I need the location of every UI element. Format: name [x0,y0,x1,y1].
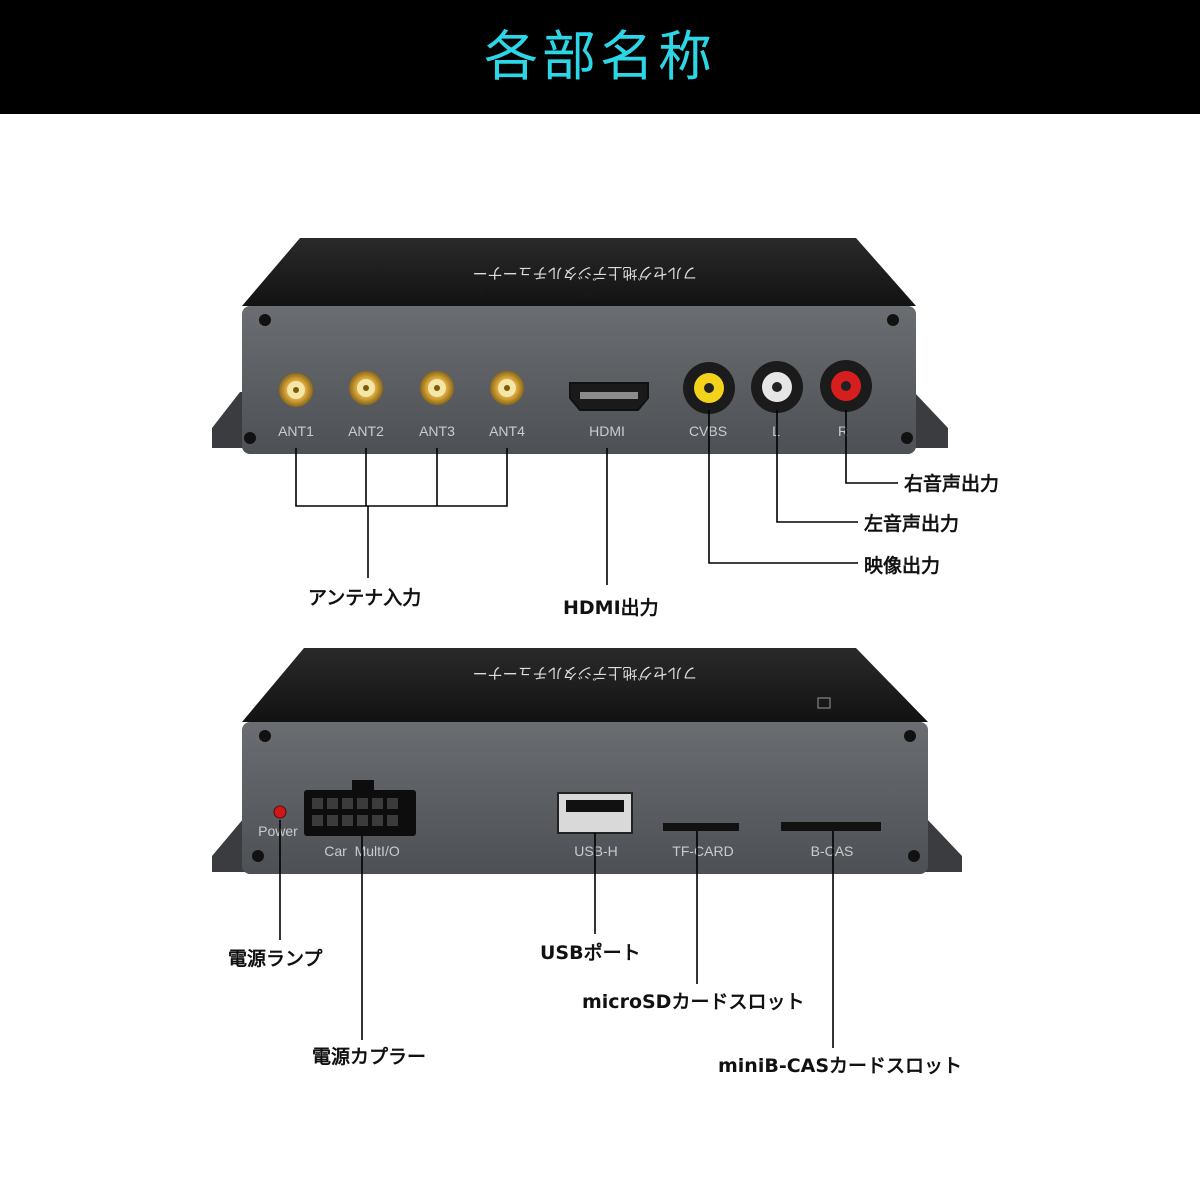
usb-label: USB-H [574,843,618,859]
page-title: 各部名称 [484,25,716,88]
cvbs-label: CVBS [689,423,727,439]
callout-video-output: 映像出力 [864,555,941,577]
top-panel-label: フルセグ地上デジタルチューナー [473,264,698,282]
screw-icon [259,730,271,742]
ant1-connector [279,373,313,407]
screw-icon [259,314,271,326]
ant1-label: ANT1 [278,423,314,439]
bottom-leader-lines [279,820,834,1048]
bottom-unit: フルセグ地上デジタルチューナー Power Car MultI/O [212,648,962,1048]
ant4-label: ANT4 [489,423,525,439]
ant3-connector [420,371,454,405]
bcas-slot [781,822,881,831]
callout-hdmi-output: HDMI出力 [563,597,659,619]
hdmi-label: HDMI [589,423,625,439]
screw-icon [244,432,256,444]
ant3-label: ANT3 [419,423,455,439]
callout-right-audio: 右音声出力 [904,473,1000,495]
tf-label: TF-CARD [672,843,733,859]
callout-power-coupler: 電源カプラー [312,1046,427,1068]
screw-icon [252,850,264,862]
top-panel [242,238,916,306]
callout-left-audio: 左音声出力 [864,513,960,535]
antenna-silk-2: アンテナ [450,290,486,300]
callout-antenna-input: アンテナ入力 [308,587,422,609]
r-jack [820,360,872,412]
car-multi-connector [304,780,416,836]
callout-power-lamp: 電源ランプ [228,948,323,970]
usb-port [557,792,633,834]
cvbs-jack [683,362,735,414]
card-icon [817,697,831,709]
header-bar: 各部名称 [0,0,1200,114]
callout-usb-port: USBポート [540,942,641,964]
screw-icon [904,730,916,742]
l-jack [751,361,803,413]
screw-icon [908,850,920,862]
top-leader-lines [295,410,898,585]
power-label: Power [258,823,298,839]
top-panel [242,648,928,722]
hdmi-silk: HDMI出力 [570,289,611,300]
ant2-label: ANT2 [348,423,384,439]
callout-microsd-slot: microSDカードスロット [582,991,805,1013]
screw-icon [901,432,913,444]
top-unit: フルセグ地上デジタルチューナー アンテナ アンテナ HDMI出力 [212,238,948,585]
l-label: L [772,423,780,439]
bcas-label: B-CAS [811,843,854,859]
power-led-icon [273,805,287,819]
top-panel-label: フルセグ地上デジタルチューナー [473,664,698,682]
front-face [242,306,916,454]
ant4-connector [490,371,524,405]
screw-icon [887,314,899,326]
callout-minibcas-slot: miniB-CASカードスロット [718,1055,963,1077]
ant2-connector [349,371,383,405]
r-label: R [838,423,848,439]
antenna-silk-1: アンテナ [330,290,366,300]
tf-card-slot [663,823,739,831]
hdmi-port [569,382,649,411]
